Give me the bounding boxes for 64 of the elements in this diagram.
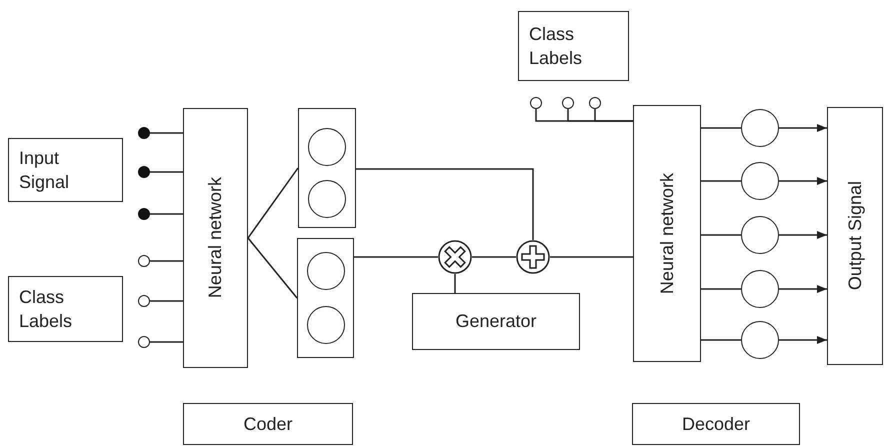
connector-line bbox=[594, 109, 633, 122]
neuron-circle bbox=[308, 128, 346, 166]
connector-line bbox=[150, 341, 183, 343]
arrow bbox=[779, 336, 827, 344]
connector-line bbox=[150, 213, 183, 215]
box-label: Neural network bbox=[656, 172, 678, 294]
neuron-circle bbox=[306, 252, 344, 290]
process-box bbox=[412, 293, 580, 350]
connector-line bbox=[454, 274, 456, 293]
connector-line bbox=[354, 256, 438, 258]
neuron-circle bbox=[308, 180, 346, 218]
process-box bbox=[8, 138, 123, 202]
box-label: Generator bbox=[455, 310, 537, 334]
latent-box bbox=[298, 108, 356, 228]
block bbox=[633, 105, 701, 362]
neuron-circle bbox=[138, 295, 150, 307]
process-box bbox=[8, 276, 123, 342]
connector-line bbox=[150, 132, 183, 134]
arrow bbox=[779, 177, 827, 185]
connector-line bbox=[701, 234, 741, 236]
connector-line bbox=[247, 238, 298, 298]
connector-line bbox=[472, 256, 516, 258]
neuron-circle bbox=[306, 306, 344, 344]
arrow bbox=[779, 124, 827, 132]
connector-line bbox=[356, 168, 534, 240]
multiplier-symbol bbox=[438, 240, 472, 274]
block bbox=[827, 107, 883, 365]
adder-symbol bbox=[516, 240, 550, 274]
box-label: Input Signal bbox=[19, 146, 70, 194]
box-label: Class Labels bbox=[19, 286, 74, 333]
arrow bbox=[779, 285, 827, 293]
process-box bbox=[183, 403, 353, 445]
box-label: Decoder bbox=[682, 412, 750, 436]
block bbox=[183, 108, 248, 368]
box-label: Output Signal bbox=[844, 181, 866, 291]
connector-line bbox=[701, 288, 741, 290]
neuron-circle bbox=[741, 109, 779, 147]
connector-line bbox=[701, 180, 741, 182]
box-label: Class Labels bbox=[529, 22, 584, 70]
arrow bbox=[779, 231, 827, 239]
neuron-circle bbox=[562, 97, 574, 109]
neuron-circle bbox=[741, 270, 779, 308]
neuron-circle bbox=[530, 97, 542, 109]
connector-line bbox=[701, 339, 741, 341]
connector-line bbox=[150, 260, 183, 262]
connector-line bbox=[150, 300, 183, 302]
connector-line bbox=[701, 127, 741, 129]
neuron-circle bbox=[741, 216, 779, 254]
neuron-circle bbox=[138, 336, 150, 348]
input-terminal bbox=[138, 127, 150, 139]
connector-line bbox=[247, 168, 299, 238]
connector-line bbox=[550, 256, 633, 258]
process-box bbox=[518, 11, 629, 81]
box-label: Neural network bbox=[204, 177, 226, 299]
neuron-circle bbox=[138, 255, 150, 267]
input-terminal bbox=[138, 208, 150, 220]
neuron-circle bbox=[741, 321, 779, 359]
box-label: Coder bbox=[243, 412, 293, 436]
neuron-circle bbox=[741, 162, 779, 200]
input-terminal bbox=[138, 166, 150, 178]
latent-box bbox=[297, 238, 354, 358]
process-box bbox=[632, 403, 800, 445]
connector-line bbox=[150, 171, 183, 173]
neuron-circle bbox=[589, 97, 601, 109]
